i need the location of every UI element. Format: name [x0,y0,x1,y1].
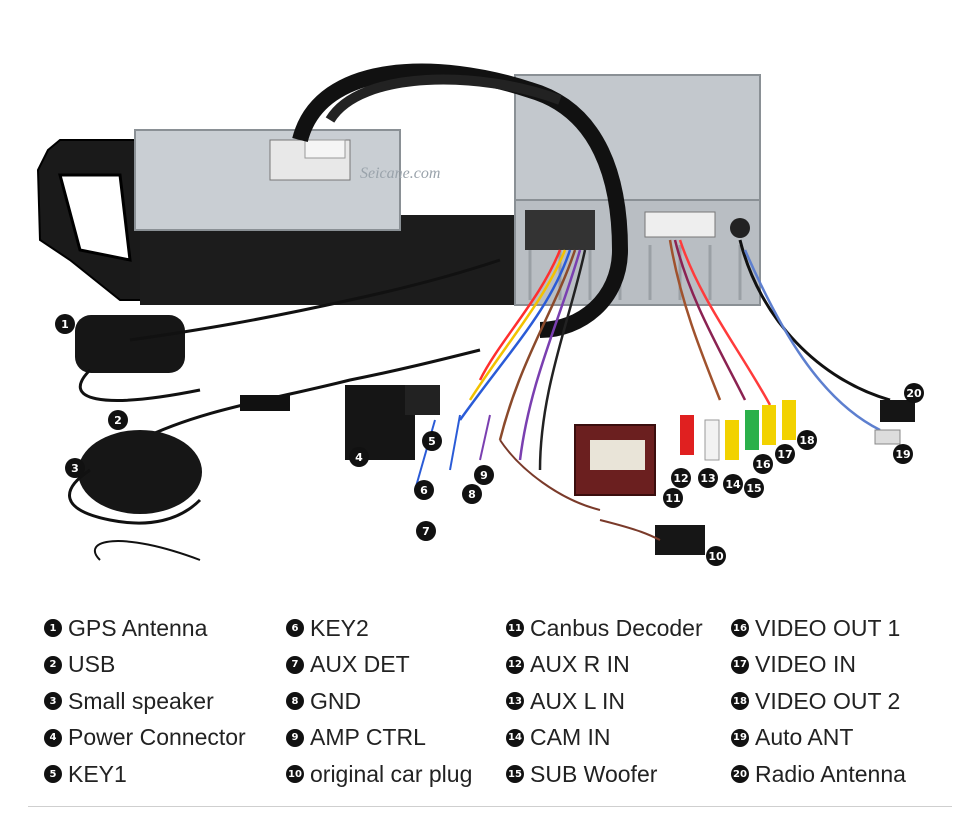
legend-number: 4 [44,728,62,747]
callout-9: 9 [474,465,494,485]
legend-label: Canbus Decoder [530,614,703,641]
legend-item: 6 KEY2 [286,610,472,647]
legend-number: 11 [506,619,524,638]
legend-column-3: 11 Canbus Decoder 12 AUX R IN 13 AUX L IN 1… [506,610,703,793]
small-speaker [78,430,202,514]
legend-number: 2 [44,655,62,674]
legend-item: 15 SUB Woofer [506,756,703,793]
legend-label: original car plug [310,760,473,787]
legend-label: USB [68,651,116,678]
braided-harness [292,63,629,338]
legend-item: 12 AUX R IN [506,647,703,684]
usb-cable [139,348,481,442]
legend-number: 15 [506,765,524,784]
divider [28,806,952,807]
legend-number: 6 [286,619,304,638]
legend-label: VIDEO OUT 1 [755,614,901,641]
legend-item: 8 GND [286,683,472,720]
car-plug-block [655,525,705,555]
legend-label: KEY1 [68,760,127,787]
auto-ant-plug [874,429,901,445]
legend-number: 17 [731,655,749,674]
legend-item: 9 AMP CTRL [286,720,472,757]
legend-item: 17 VIDEO IN [731,647,906,684]
callout-17: 17 [775,444,795,464]
legend-label: GPS Antenna [68,614,208,641]
radio-antenna-plug [880,400,915,422]
legend-item: 3 Small speaker [44,683,246,720]
legend-item: 2 USB [44,647,246,684]
rca-connectors [680,400,796,461]
callout-14: 14 [723,474,743,494]
watermark: Seicane.com [360,165,440,182]
legend-number: 14 [506,728,524,747]
legend-item: 14 CAM IN [506,720,703,757]
legend-column-2: 6 KEY2 7 AUX DET 8 GND 9 AMP CTRL 10 original… [286,610,472,793]
legend-item: 18 VIDEO OUT 2 [731,683,906,720]
legend-item: 19 Auto ANT [731,720,906,757]
legend-number: 16 [731,619,749,638]
legend-number: 10 [286,765,304,784]
callout-1: 1 [55,314,75,334]
legend-label: CAM IN [530,724,611,751]
legend-number: 13 [506,692,524,711]
wiring-illustration: Seicane.com [36,63,915,561]
callout-20: 20 [904,383,924,403]
legend-label: VIDEO IN [755,651,856,678]
callout-6: 6 [414,480,434,500]
legend-number: 3 [44,692,62,711]
legend-label: AUX L IN [530,687,626,714]
legend-number: 9 [286,728,304,747]
legend-item: 7 AUX DET [286,647,472,684]
legend-number: 7 [286,655,304,674]
legend-number: 19 [731,728,749,747]
legend-label: VIDEO OUT 2 [755,687,901,714]
legend-column-1: 1 GPS Antenna 2 USB 3 Small speaker 4 Power … [44,610,246,793]
legend-label: SUB Woofer [530,760,658,787]
callout-11: 11 [663,488,683,508]
callout-19: 19 [893,444,913,464]
legend-item: 13 AUX L IN [506,683,703,720]
right-chassis [514,74,761,216]
legend: 1 GPS Antenna 2 USB 3 Small speaker 4 Power … [0,600,980,800]
legend-label: AUX R IN [530,651,630,678]
legend-item: 16 VIDEO OUT 1 [731,610,906,647]
callout-16: 16 [753,454,773,474]
callout-4: 4 [349,447,369,467]
legend-label: Small speaker [68,687,214,714]
legend-number: 5 [44,765,62,784]
legend-item: 11 Canbus Decoder [506,610,703,647]
callout-3: 3 [65,458,85,478]
legend-label: AUX DET [310,651,410,678]
callout-2: 2 [108,410,128,430]
wiring-photo: Seicane.com [36,63,924,566]
legend-number: 20 [731,765,749,784]
legend-column-4: 16 VIDEO OUT 1 17 VIDEO IN 18 VIDEO OUT 2 1… [731,610,906,793]
callout-8: 8 [462,484,482,504]
legend-label: KEY2 [310,614,369,641]
legend-label: Auto ANT [755,724,854,751]
legend-item: 1 GPS Antenna [44,610,246,647]
legend-label: AMP CTRL [310,724,426,751]
callout-12: 12 [671,468,691,488]
legend-number: 18 [731,692,749,711]
legend-label: Radio Antenna [755,760,906,787]
legend-item: 10 original car plug [286,756,472,793]
legend-item: 5 KEY1 [44,756,246,793]
left-chassis [134,129,401,231]
callout-7: 7 [416,521,436,541]
callout-18: 18 [797,430,817,450]
legend-number: 8 [286,692,304,711]
gps-antenna [75,315,185,373]
callout-13: 13 [698,468,718,488]
legend-label: GND [310,687,362,714]
callout-5: 5 [422,431,442,451]
legend-item: 20 Radio Antenna [731,756,906,793]
legend-label: Power Connector [68,724,246,751]
legend-number: 1 [44,619,62,638]
callout-15: 15 [744,478,764,498]
legend-number: 12 [506,655,524,674]
legend-item: 4 Power Connector [44,720,246,757]
callout-10: 10 [706,546,726,566]
